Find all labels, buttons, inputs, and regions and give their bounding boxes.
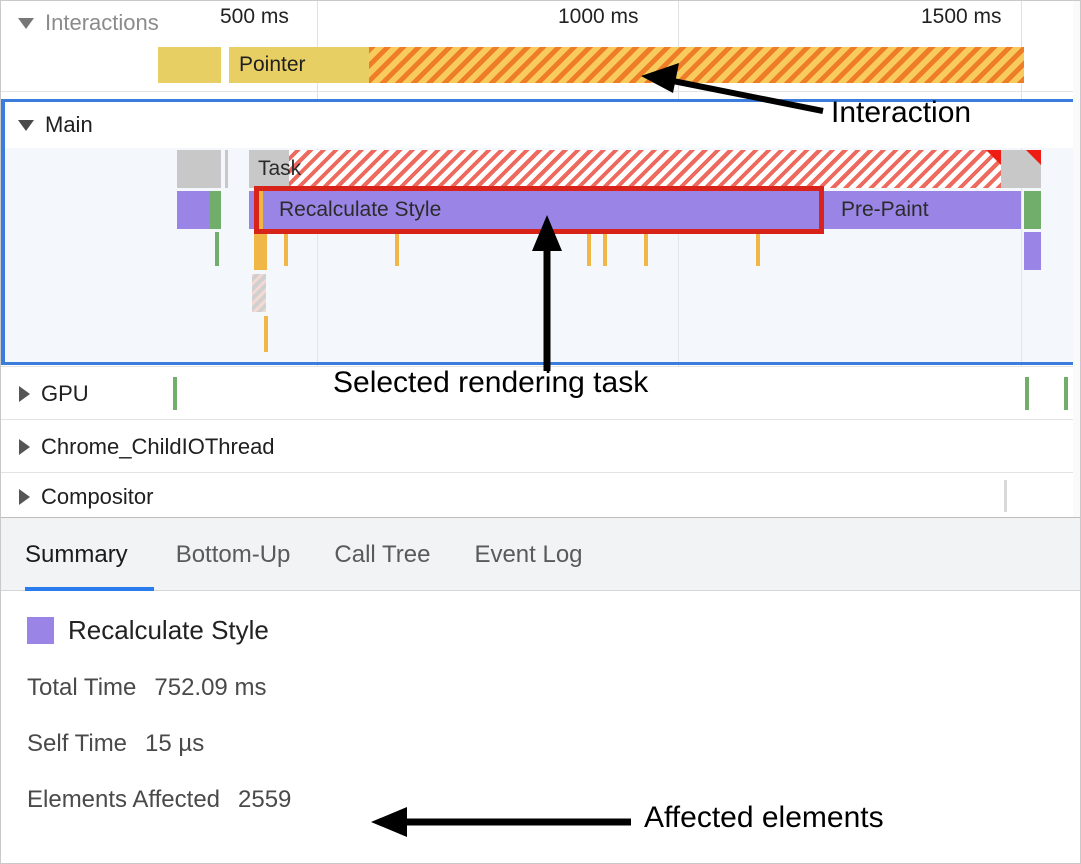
summary-key-self-time: Self Time	[27, 730, 128, 757]
flame-tick[interactable]	[587, 232, 591, 266]
flame-tick[interactable]	[603, 232, 607, 266]
flame-block[interactable]	[210, 191, 221, 229]
warning-triangle-icon	[986, 150, 1001, 165]
details-panel: Summary Bottom-Up Call Tree Event Log Re…	[1, 517, 1080, 863]
track-chrome-childiothread[interactable]: Chrome_ChildIOThread	[1, 419, 1080, 472]
chevron-right-icon[interactable]	[19, 386, 30, 402]
event-color-swatch	[27, 617, 54, 644]
track-gpu[interactable]: GPU	[1, 366, 1080, 419]
track-header-main[interactable]: Main	[5, 102, 1080, 148]
interaction-event-pointer[interactable]: Pointer	[229, 47, 369, 83]
interaction-event-pointer-label: Pointer	[239, 53, 306, 76]
timeline-scrollbar[interactable]	[1073, 1, 1080, 517]
flame-tick[interactable]	[395, 232, 399, 266]
summary-value-elements-affected: 2559	[238, 786, 292, 813]
track-header-gpu[interactable]: GPU	[1, 379, 89, 409]
chevron-down-icon[interactable]	[18, 119, 34, 131]
flame-tick[interactable]	[284, 232, 288, 266]
flame-block[interactable]	[252, 274, 266, 312]
flame-tick[interactable]	[215, 232, 219, 266]
summary-row-elements-affected: Elements Affected 2559	[27, 786, 1080, 814]
gpu-event-tick[interactable]	[173, 377, 177, 410]
track-label-chrome-childiothread: Chrome_ChildIOThread	[41, 434, 275, 459]
flame-block-long-task[interactable]	[289, 150, 1001, 188]
flame-block-task[interactable]	[249, 150, 289, 188]
ruler-tick-1000ms: 1000 ms	[558, 5, 639, 28]
flame-block[interactable]	[821, 191, 834, 229]
track-header-interactions[interactable]: Interactions	[1, 7, 159, 39]
chevron-right-icon[interactable]	[19, 489, 30, 505]
flame-block[interactable]	[1024, 232, 1041, 270]
summary-content: Recalculate Style Total Time 752.09 ms S…	[1, 591, 1080, 814]
chevron-right-icon[interactable]	[19, 439, 30, 455]
summary-key-elements-affected: Elements Affected	[27, 786, 221, 813]
ruler-tick-500ms: 500 ms	[220, 5, 289, 28]
compositor-event-tick[interactable]	[1004, 480, 1007, 512]
flame-block[interactable]	[249, 191, 257, 229]
track-label-compositor: Compositor	[41, 484, 154, 509]
interactions-track-body[interactable]: Pointer	[1, 47, 1080, 83]
flame-tick[interactable]	[264, 316, 268, 352]
summary-event-name: Recalculate Style	[68, 615, 269, 645]
summary-title-row: Recalculate Style	[27, 615, 1080, 646]
divider-interactions	[1, 91, 1080, 92]
gpu-event-tick[interactable]	[1064, 377, 1068, 410]
ruler-tick-1500ms: 1500 ms	[921, 5, 1002, 28]
flame-block[interactable]	[1001, 150, 1041, 188]
interaction-event-block[interactable]	[158, 47, 221, 83]
gpu-event-tick[interactable]	[1025, 377, 1029, 410]
time-ruler: 500 ms 1000 ms 1500 ms	[1, 1, 1080, 39]
flame-tick[interactable]	[756, 232, 760, 266]
summary-value-total-time: 752.09 ms	[154, 674, 267, 701]
summary-row-total-time: Total Time 752.09 ms	[27, 674, 1080, 702]
track-label-gpu: GPU	[41, 381, 89, 406]
track-header-chrome-childiothread[interactable]: Chrome_ChildIOThread	[1, 432, 275, 462]
summary-value-self-time: 15 µs	[145, 730, 205, 757]
flame-block[interactable]	[177, 150, 221, 188]
tab-call-tree[interactable]: Call Tree	[334, 540, 431, 568]
flame-block[interactable]	[225, 150, 228, 188]
flame-block-pre-paint[interactable]	[834, 191, 1021, 229]
tab-event-log[interactable]: Event Log	[474, 540, 583, 568]
selected-event-highlight	[254, 186, 824, 234]
track-main[interactable]: Main Task	[1, 99, 1080, 365]
flame-block[interactable]	[177, 191, 210, 229]
warning-triangle-icon	[1026, 150, 1041, 165]
flame-tick[interactable]	[644, 232, 648, 266]
main-flame-chart[interactable]: Task Recalculate Style Pre-Paint	[5, 148, 1080, 362]
track-header-compositor[interactable]: Compositor	[1, 482, 153, 512]
tab-summary[interactable]: Summary	[25, 518, 154, 591]
tab-bottom-up[interactable]: Bottom-Up	[175, 540, 291, 568]
interaction-event-long-striped[interactable]	[369, 47, 1024, 83]
timeline-overview[interactable]: 500 ms 1000 ms 1500 ms Interactions Poin…	[1, 1, 1080, 517]
flame-block[interactable]	[1024, 191, 1041, 229]
chevron-down-icon[interactable]	[18, 17, 34, 29]
track-header-main-inner[interactable]: Main	[5, 109, 93, 141]
track-label-interactions: Interactions	[45, 10, 159, 35]
summary-row-self-time: Self Time 15 µs	[27, 730, 1080, 758]
track-label-main: Main	[45, 112, 93, 137]
details-tabbar[interactable]: Summary Bottom-Up Call Tree Event Log	[1, 518, 1080, 591]
flame-block[interactable]	[257, 191, 263, 229]
summary-key-total-time: Total Time	[27, 674, 137, 701]
flame-tick[interactable]	[254, 232, 267, 270]
track-compositor[interactable]: Compositor	[1, 472, 1080, 517]
